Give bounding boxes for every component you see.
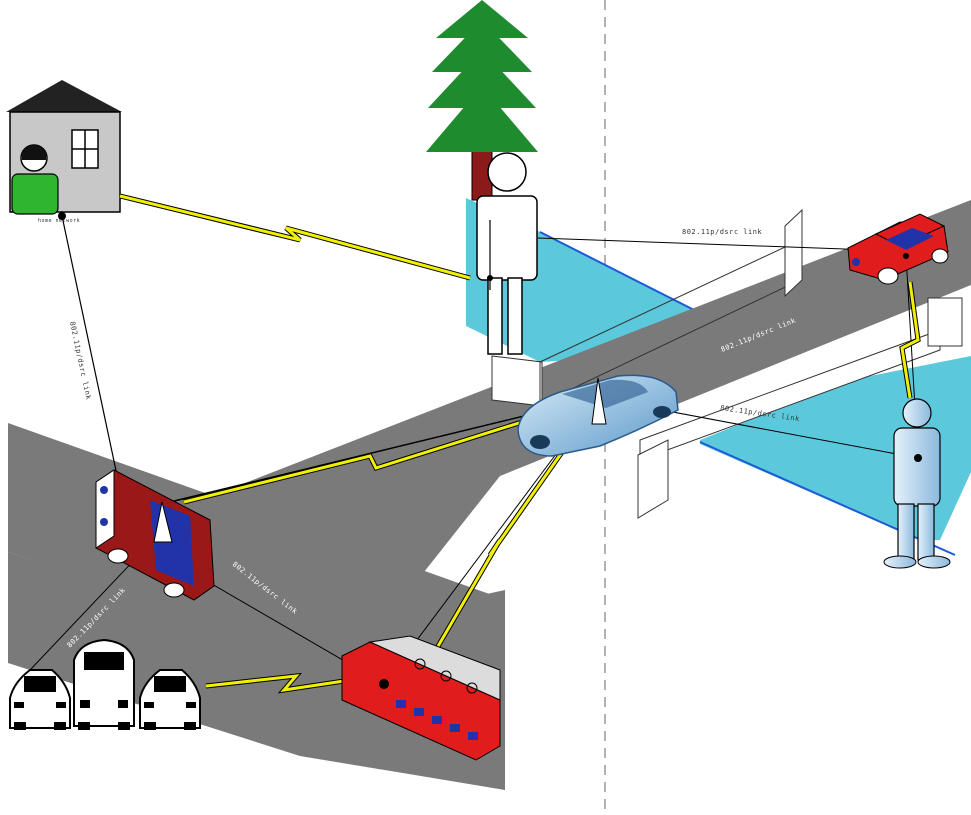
white-van-icon <box>73 638 135 730</box>
tree-icon <box>426 0 538 201</box>
node-pedestrian <box>914 454 922 462</box>
roadside-box <box>927 297 963 347</box>
node-person-white <box>487 275 493 281</box>
white-car-left-icon <box>9 669 71 730</box>
road-diagonal-lower <box>8 552 505 790</box>
base-station-icon <box>341 635 501 761</box>
node-redcar <box>903 253 909 259</box>
white-car-right-icon <box>139 669 201 730</box>
barrier-panel-upper <box>491 355 543 407</box>
barrier-panel-right <box>639 329 941 461</box>
barrier-panel-rear <box>784 208 803 298</box>
link-label-house-bus: 802.11p/dsrc link <box>68 321 93 401</box>
water-edge-upper <box>539 231 707 317</box>
person-white-icon <box>476 152 538 355</box>
person-green-icon <box>11 144 59 215</box>
house-caption: home network <box>38 218 80 224</box>
blue-car-icon <box>517 374 679 457</box>
wireless-bolt-station-car <box>427 416 589 662</box>
link-cars-to-bus <box>29 555 139 671</box>
wireless-bolt-house <box>119 193 471 281</box>
wireless-bolt-bus-car <box>183 407 561 505</box>
person-blue-icon <box>883 398 951 569</box>
red-car-icon <box>847 213 949 285</box>
link-house-to-bus <box>61 215 119 481</box>
wireless-bolt-redcar <box>899 281 921 399</box>
node-house <box>58 212 66 220</box>
link-label-person-redcar: 802.11p/dsrc link <box>682 228 762 236</box>
wireless-bolt-cars <box>205 672 365 694</box>
link-person-to-redcar <box>537 237 873 251</box>
red-bus-icon <box>95 469 215 601</box>
barrier-panel-front <box>637 439 669 519</box>
